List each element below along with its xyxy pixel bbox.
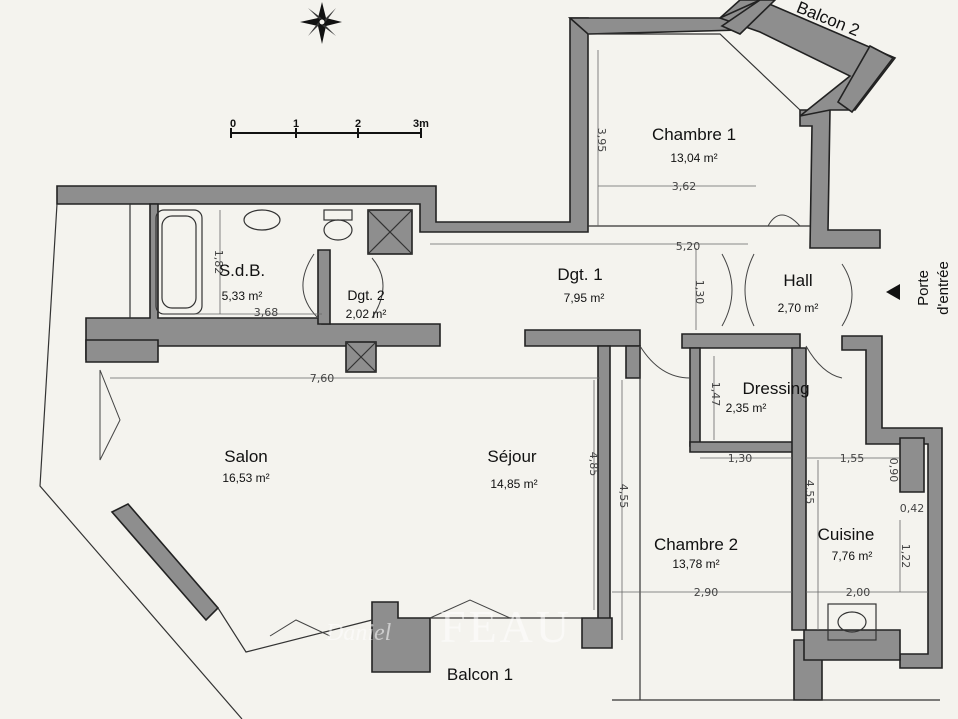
sdb-name: S.d.B. [219, 261, 265, 280]
scale-bar: 0 1 2 3m [230, 118, 429, 138]
entrance-label-line2: d'entrée [935, 261, 952, 315]
chambre2-area: 13,78 m² [672, 557, 719, 571]
dim-dressing-depth: 1,47 [709, 382, 722, 407]
watermark-script: Daniel [325, 620, 392, 646]
cuisine-name: Cuisine [818, 525, 875, 544]
watermark-brand: FEAU [440, 601, 572, 652]
hall-name: Hall [783, 271, 812, 290]
dim-chambre2-depth: 4,55 [617, 484, 630, 509]
dim-salon-sejour-length: 7,60 [310, 372, 335, 385]
entrance-arrow-icon [886, 284, 900, 300]
compass-rose-icon [300, 2, 342, 44]
chambre1-name: Chambre 1 [652, 125, 736, 144]
chambre2-name: Chambre 2 [654, 535, 738, 554]
dgt2-area: 2,02 m² [346, 307, 387, 321]
balcon1-name: Balcon 1 [447, 665, 513, 684]
dim-dressing-width: 1,30 [728, 452, 753, 465]
dim-cuisine-side1: 0,90 [887, 458, 900, 483]
entrance-marker: Porte d'entrée [886, 261, 952, 315]
dressing-area: 2,35 m² [726, 401, 767, 415]
sdb-area: 5,33 m² [222, 289, 263, 303]
dim-chambre2-width: 2,90 [694, 586, 719, 599]
dim-cuisine-width-top: 1,55 [840, 452, 865, 465]
scale-tick-3m: 3m [413, 118, 429, 130]
room-labels: Chambre 1 13,04 m² Balcon 2 S.d.B. 5,33 … [219, 0, 875, 684]
dgt1-name: Dgt. 1 [557, 265, 602, 284]
watermark: Daniel FEAU [325, 601, 572, 652]
scale-tick-2: 2 [355, 118, 361, 130]
dim-cuisine-side2: 1,22 [899, 544, 912, 569]
sejour-area: 14,85 m² [490, 477, 537, 491]
dim-chambre1-depth: 3,95 [595, 128, 608, 153]
dim-cuisine-depth: 4,55 [803, 480, 816, 505]
dim-sejour-depth: 4,85 [587, 452, 600, 477]
kitchen-sink-icon [827, 603, 877, 641]
salon-name: Salon [224, 447, 267, 466]
doors [99, 214, 853, 637]
dressing-name: Dressing [742, 379, 809, 398]
scale-tick-0: 0 [230, 118, 236, 130]
chambre1-area: 13,04 m² [670, 151, 717, 165]
salon-area: 16,53 m² [222, 471, 269, 485]
outline-lines [39, 33, 940, 719]
ventilation-shaft-icon [345, 209, 413, 373]
dgt1-area: 7,95 m² [564, 291, 605, 305]
toilet-icon [323, 209, 353, 241]
dimension-labels: 3,62 3,95 5,20 1,30 3,68 1,82 7,60 4,85 … [212, 128, 924, 599]
dimension-lines [110, 50, 928, 640]
dim-dgt1-width: 1,30 [693, 280, 706, 305]
dim-dgt1-length: 5,20 [676, 240, 701, 253]
dim-chambre1-width: 3,62 [672, 180, 697, 193]
dgt2-name: Dgt. 2 [347, 287, 385, 303]
cuisine-area: 7,76 m² [832, 549, 873, 563]
scale-tick-1: 1 [293, 118, 299, 130]
dim-sdb-length: 3,68 [254, 306, 279, 319]
entrance-label-line1: Porte [915, 270, 932, 306]
hall-area: 2,70 m² [778, 301, 819, 315]
dim-sdb-width: 1,82 [212, 250, 225, 275]
walls [56, 0, 943, 701]
dim-cuisine-width: 2,00 [846, 586, 871, 599]
sink-icon [243, 209, 281, 231]
bathtub-icon [155, 209, 203, 315]
dim-cuisine-side3: 0,42 [900, 502, 925, 515]
sejour-name: Séjour [487, 447, 536, 466]
